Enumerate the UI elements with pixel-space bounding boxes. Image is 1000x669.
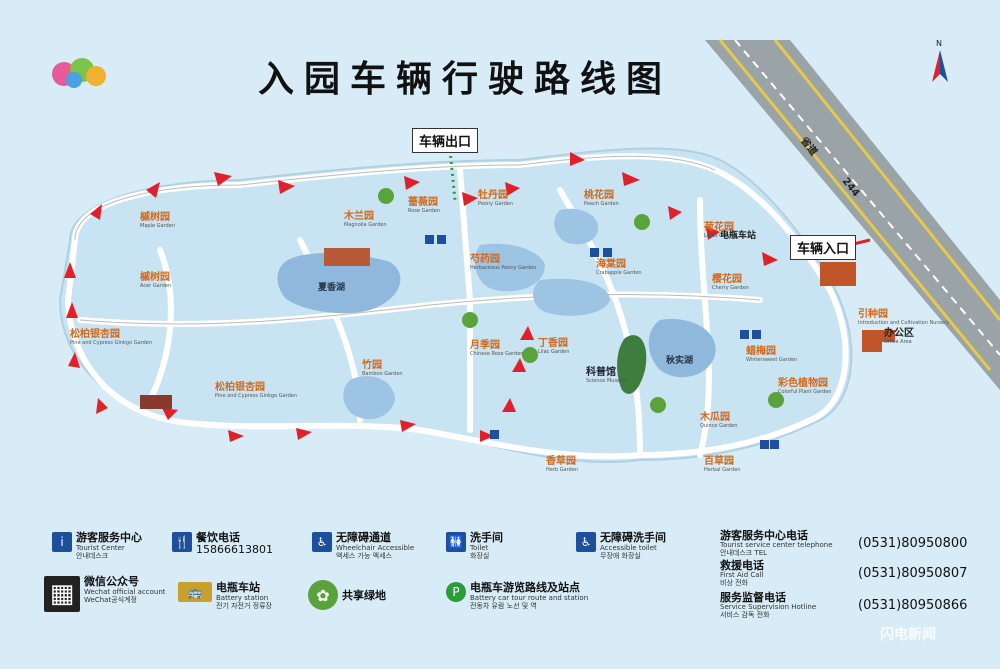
qr-code-icon: ▦ xyxy=(44,576,80,612)
park-logo xyxy=(52,58,106,88)
lake-qiushi xyxy=(648,319,716,378)
accessible-toilet-icon: ♿ xyxy=(576,532,596,552)
phone-number: (0531)80950866 xyxy=(858,598,968,613)
lake-label: 秋实湖 xyxy=(666,356,694,366)
office-building xyxy=(862,330,895,352)
vehicle-route-arrows xyxy=(64,152,778,442)
place-label: 电瓶车站 xyxy=(720,231,757,241)
watermark: 闪电新闻 xyxy=(880,627,936,643)
wheelchair-icon: ♿ xyxy=(312,532,332,552)
phone-number: (0531)80950800 xyxy=(858,536,968,551)
entrance-building xyxy=(820,262,856,286)
info-icon: i xyxy=(52,532,72,552)
pavilion xyxy=(324,248,370,266)
exit-path xyxy=(448,149,457,201)
vehicle-exit-label: 车辆出口 xyxy=(412,128,479,153)
legend-item: ✿ 共享绿地 xyxy=(308,580,386,610)
vehicle-entrance-label: 车辆入口 xyxy=(790,235,857,260)
phone-number: (0531)80950807 xyxy=(858,566,968,581)
pavilion-2 xyxy=(140,395,172,409)
dining-icon: 🍴 xyxy=(172,532,192,552)
parking-icon: P xyxy=(446,582,466,602)
lake-xiaxiang xyxy=(277,253,401,314)
shared-green-icon: ✿ xyxy=(308,580,338,610)
toilet-icon: 🚻 xyxy=(446,532,466,552)
shared-green-markers xyxy=(378,188,784,413)
battery-car-icon: 🚌 xyxy=(178,582,212,602)
page-title: 入园车辆行驶路线图 xyxy=(258,58,673,100)
compass-icon: N xyxy=(932,39,948,82)
svg-text:N: N xyxy=(936,39,942,48)
highway xyxy=(705,40,1000,390)
lake-label: 夏香湖 xyxy=(318,283,346,293)
science-museum-building xyxy=(617,335,647,394)
